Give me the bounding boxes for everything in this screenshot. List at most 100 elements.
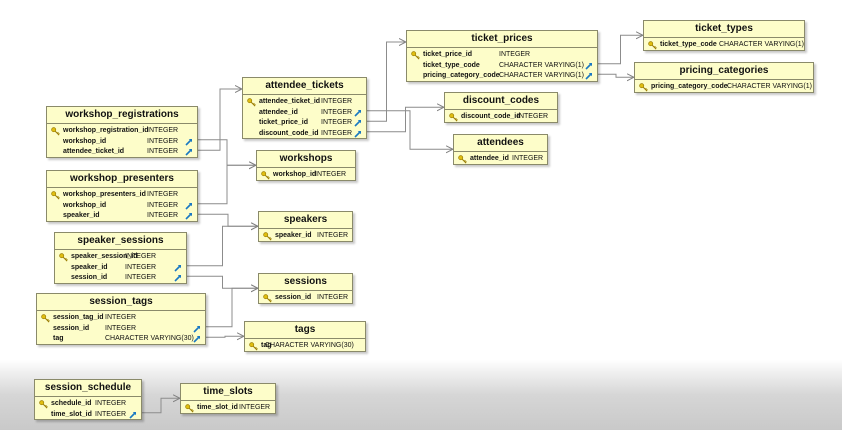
column-name: workshop_id — [273, 171, 317, 178]
primary-key-icon — [39, 400, 48, 409]
foreign-key-icon — [185, 212, 193, 220]
column-name: tag — [53, 335, 64, 342]
primary-key-icon — [411, 51, 420, 60]
primary-key-icon — [449, 113, 458, 122]
column-type: INTEGER — [321, 129, 353, 137]
primary-key-icon — [648, 41, 657, 50]
relationship-session_schedule-to-time_slots — [142, 398, 180, 414]
column-type: INTEGER — [239, 404, 271, 411]
relationship-attendee_tickets-to-discount_codes — [367, 107, 444, 133]
column-name: schedule_id — [51, 400, 92, 407]
column-type: INTEGER — [105, 314, 137, 321]
column-name: ticket_type_code — [423, 61, 480, 69]
foreign-key-icon — [585, 72, 593, 80]
column-type: INTEGER — [125, 263, 157, 271]
column-type: INTEGER — [147, 212, 179, 219]
column-name: pricing_category_code — [423, 72, 500, 79]
column-type: CHARACTER VARYING(1) — [719, 41, 804, 48]
relationship-workshop_registrations-to-attendee_tickets — [198, 89, 242, 151]
foreign-key-icon — [185, 148, 193, 156]
foreign-key-icon — [185, 202, 193, 210]
column-row[interactable]: ticket_price_id INTEGER — [407, 50, 597, 61]
table-title: speaker_sessions — [55, 233, 186, 250]
foreign-key-icon — [354, 109, 362, 117]
column-name: attendee_ticket_id — [63, 148, 125, 155]
foreign-key-icon — [354, 130, 362, 138]
column-type: INTEGER — [147, 191, 179, 198]
column-type: CHARACTER VARYING(1) — [499, 61, 584, 69]
table-title: workshop_presenters — [47, 171, 197, 188]
relationship-attendee_tickets-to-ticket_prices — [367, 42, 406, 122]
column-type: INTEGER — [147, 201, 179, 209]
column-name: ticket_type_code — [660, 41, 717, 48]
relationship-workshop_presenters-to-workshops — [198, 165, 256, 205]
foreign-key-icon — [193, 325, 201, 333]
table-title: attendees — [454, 135, 547, 152]
column-type: INTEGER — [125, 274, 157, 281]
table-workshop-presenters[interactable]: workshop_presenters workshop_presenters_i… — [46, 170, 198, 222]
column-type: INTEGER — [147, 127, 179, 134]
primary-key-icon — [51, 191, 60, 200]
column-name: pricing_category_code — [651, 83, 728, 90]
column-type: INTEGER — [321, 98, 353, 105]
column-type: INTEGER — [499, 51, 531, 58]
foreign-key-icon — [193, 335, 201, 343]
primary-key-icon — [247, 98, 256, 107]
table-title: pricing_categories — [635, 63, 813, 80]
relationship-ticket_prices-to-pricing_categories — [598, 74, 634, 77]
column-type: INTEGER — [317, 232, 349, 239]
column-name: ticket_price_id — [423, 51, 473, 58]
column-name: ticket_price_id — [259, 119, 309, 126]
foreign-key-icon — [585, 62, 593, 70]
table-title: ticket_types — [644, 21, 804, 38]
column-name: speaker_session_id — [71, 253, 138, 260]
column-name: workshop_presenters_id — [63, 191, 146, 198]
relationship-workshop_registrations-to-workshops — [198, 139, 256, 166]
column-row[interactable]: ticket_type_code CHARACTER VARYING(1) — [407, 61, 597, 72]
column-type: INTEGER — [512, 155, 544, 162]
